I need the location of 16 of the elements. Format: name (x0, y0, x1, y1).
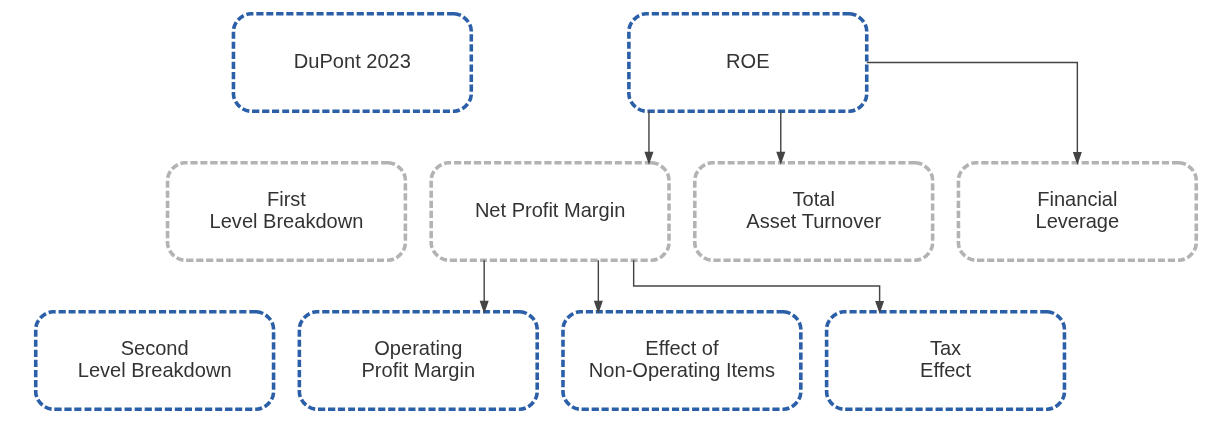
node-box: Total Asset Turnover (692, 161, 934, 262)
node-box: Net Profit Margin (428, 161, 671, 262)
node-box: Operating Profit Margin (297, 310, 539, 411)
arrow (632, 259, 884, 314)
arrow (643, 110, 653, 165)
arrow (775, 110, 785, 165)
node-box: ROE (626, 12, 868, 113)
node-box: Second Level Breakdown (33, 310, 275, 411)
node-box: Tax Effect (824, 310, 1066, 411)
arrow (593, 259, 603, 314)
node-box: First Level Breakdown (165, 161, 407, 262)
node-box: Effect of Non-Operating Items (560, 310, 803, 411)
arrow (865, 61, 1082, 165)
node-box: Financial Leverage (956, 161, 1198, 262)
node-box: DuPont 2023 (231, 12, 473, 113)
arrow (479, 259, 489, 314)
